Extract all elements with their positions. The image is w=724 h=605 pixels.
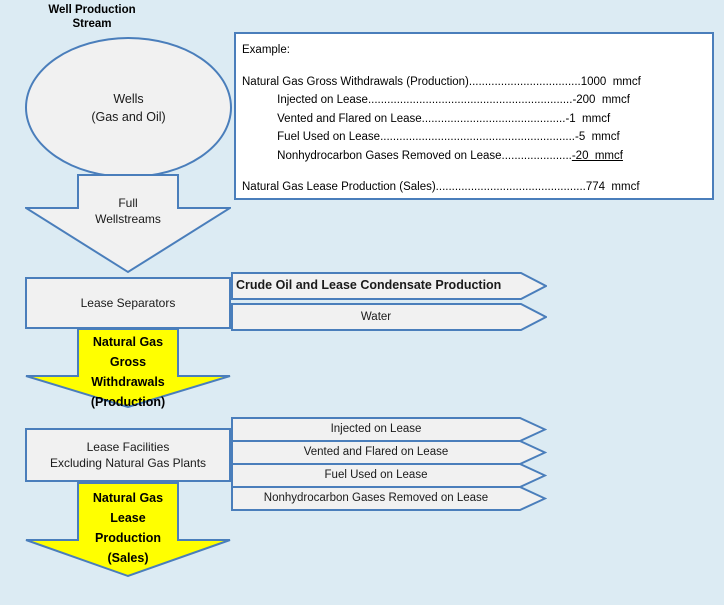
nonhydrocarbon-label: Nonhydrocarbon Gases Removed on Lease <box>263 492 489 504</box>
example-row-list: Natural Gas Gross Withdrawals (Productio… <box>242 73 706 166</box>
water-output-arrow <box>231 303 547 331</box>
fuel-used-arrow <box>231 463 547 488</box>
example-row-leader: ........................................… <box>380 131 575 143</box>
example-total-row: Natural Gas Lease Production (Sales)....… <box>242 181 640 193</box>
nonhydrocarbon-arrow <box>231 486 547 511</box>
example-row-value: 1000 mmcf <box>580 75 641 88</box>
gross-withdrawals-label: Natural Gas Gross Withdrawals (Productio… <box>90 335 166 409</box>
example-spacer-2 <box>242 165 706 178</box>
wells-label-line1: Wells <box>113 91 144 106</box>
example-row: Nonhydrocarbon Gases Removed on Lease...… <box>242 147 706 166</box>
example-row-leader: ................................... <box>468 75 581 88</box>
example-row: Injected on Lease.......................… <box>242 91 706 110</box>
example-row-label: Injected on Lease <box>242 94 368 106</box>
vented-flared-label: Vented and Flared on Lease <box>303 446 449 458</box>
full-wellstreams-label: Full Wellstreams <box>95 196 161 226</box>
vented-flared-arrow <box>231 440 547 465</box>
example-box: Example: Natural Gas Gross Withdrawals (… <box>234 32 714 200</box>
injected-on-lease-label: Injected on Lease <box>330 423 422 435</box>
fuel-used-label: Fuel Used on Lease <box>324 469 428 481</box>
example-row-value: -5 mmcf <box>574 131 620 143</box>
example-heading: Example: <box>242 44 290 56</box>
lease-facilities-box: Lease Facilities Excluding Natural Gas P… <box>25 428 231 482</box>
example-row-label: Natural Gas Gross Withdrawals (Productio… <box>242 75 469 88</box>
example-row-leader: ........................................… <box>421 112 566 125</box>
example-row-value: -200 mmcf <box>572 94 630 106</box>
example-row-label: Fuel Used on Lease <box>242 131 381 143</box>
lease-facilities-label: Lease Facilities Excluding Natural Gas P… <box>49 440 207 470</box>
crude-oil-output-label: Crude Oil and Lease Condensate Productio… <box>236 278 502 292</box>
example-spacer <box>242 60 706 73</box>
example-row-label: Vented and Flared on Lease <box>242 112 422 125</box>
lease-separators-label: Lease Separators <box>80 296 176 310</box>
example-row-value: -20 mmcf <box>571 149 623 162</box>
wells-ellipse: Wells (Gas and Oil) <box>25 37 232 178</box>
page-title: Well Production Stream <box>48 4 136 30</box>
lease-production-label: Natural Gas Lease Production (Sales) <box>92 491 164 565</box>
example-row-leader: ..................... <box>504 149 572 162</box>
crude-oil-output-arrow <box>231 272 547 300</box>
example-row-leader: ........................................… <box>367 94 573 106</box>
example-row: Natural Gas Gross Withdrawals (Productio… <box>242 73 706 92</box>
example-row-value: -1 mmcf <box>565 112 611 125</box>
example-row: Fuel Used on Lease......................… <box>242 128 706 147</box>
water-output-label: Water <box>360 311 392 323</box>
example-row-label: Nonhydrocarbon Gases Removed on Lease. <box>242 149 505 162</box>
lease-separators-box: Lease Separators <box>25 277 231 329</box>
wells-label-line2: (Gas and Oil) <box>91 109 166 124</box>
injected-on-lease-arrow <box>231 417 547 442</box>
example-row: Vented and Flared on Lease..............… <box>242 110 706 129</box>
